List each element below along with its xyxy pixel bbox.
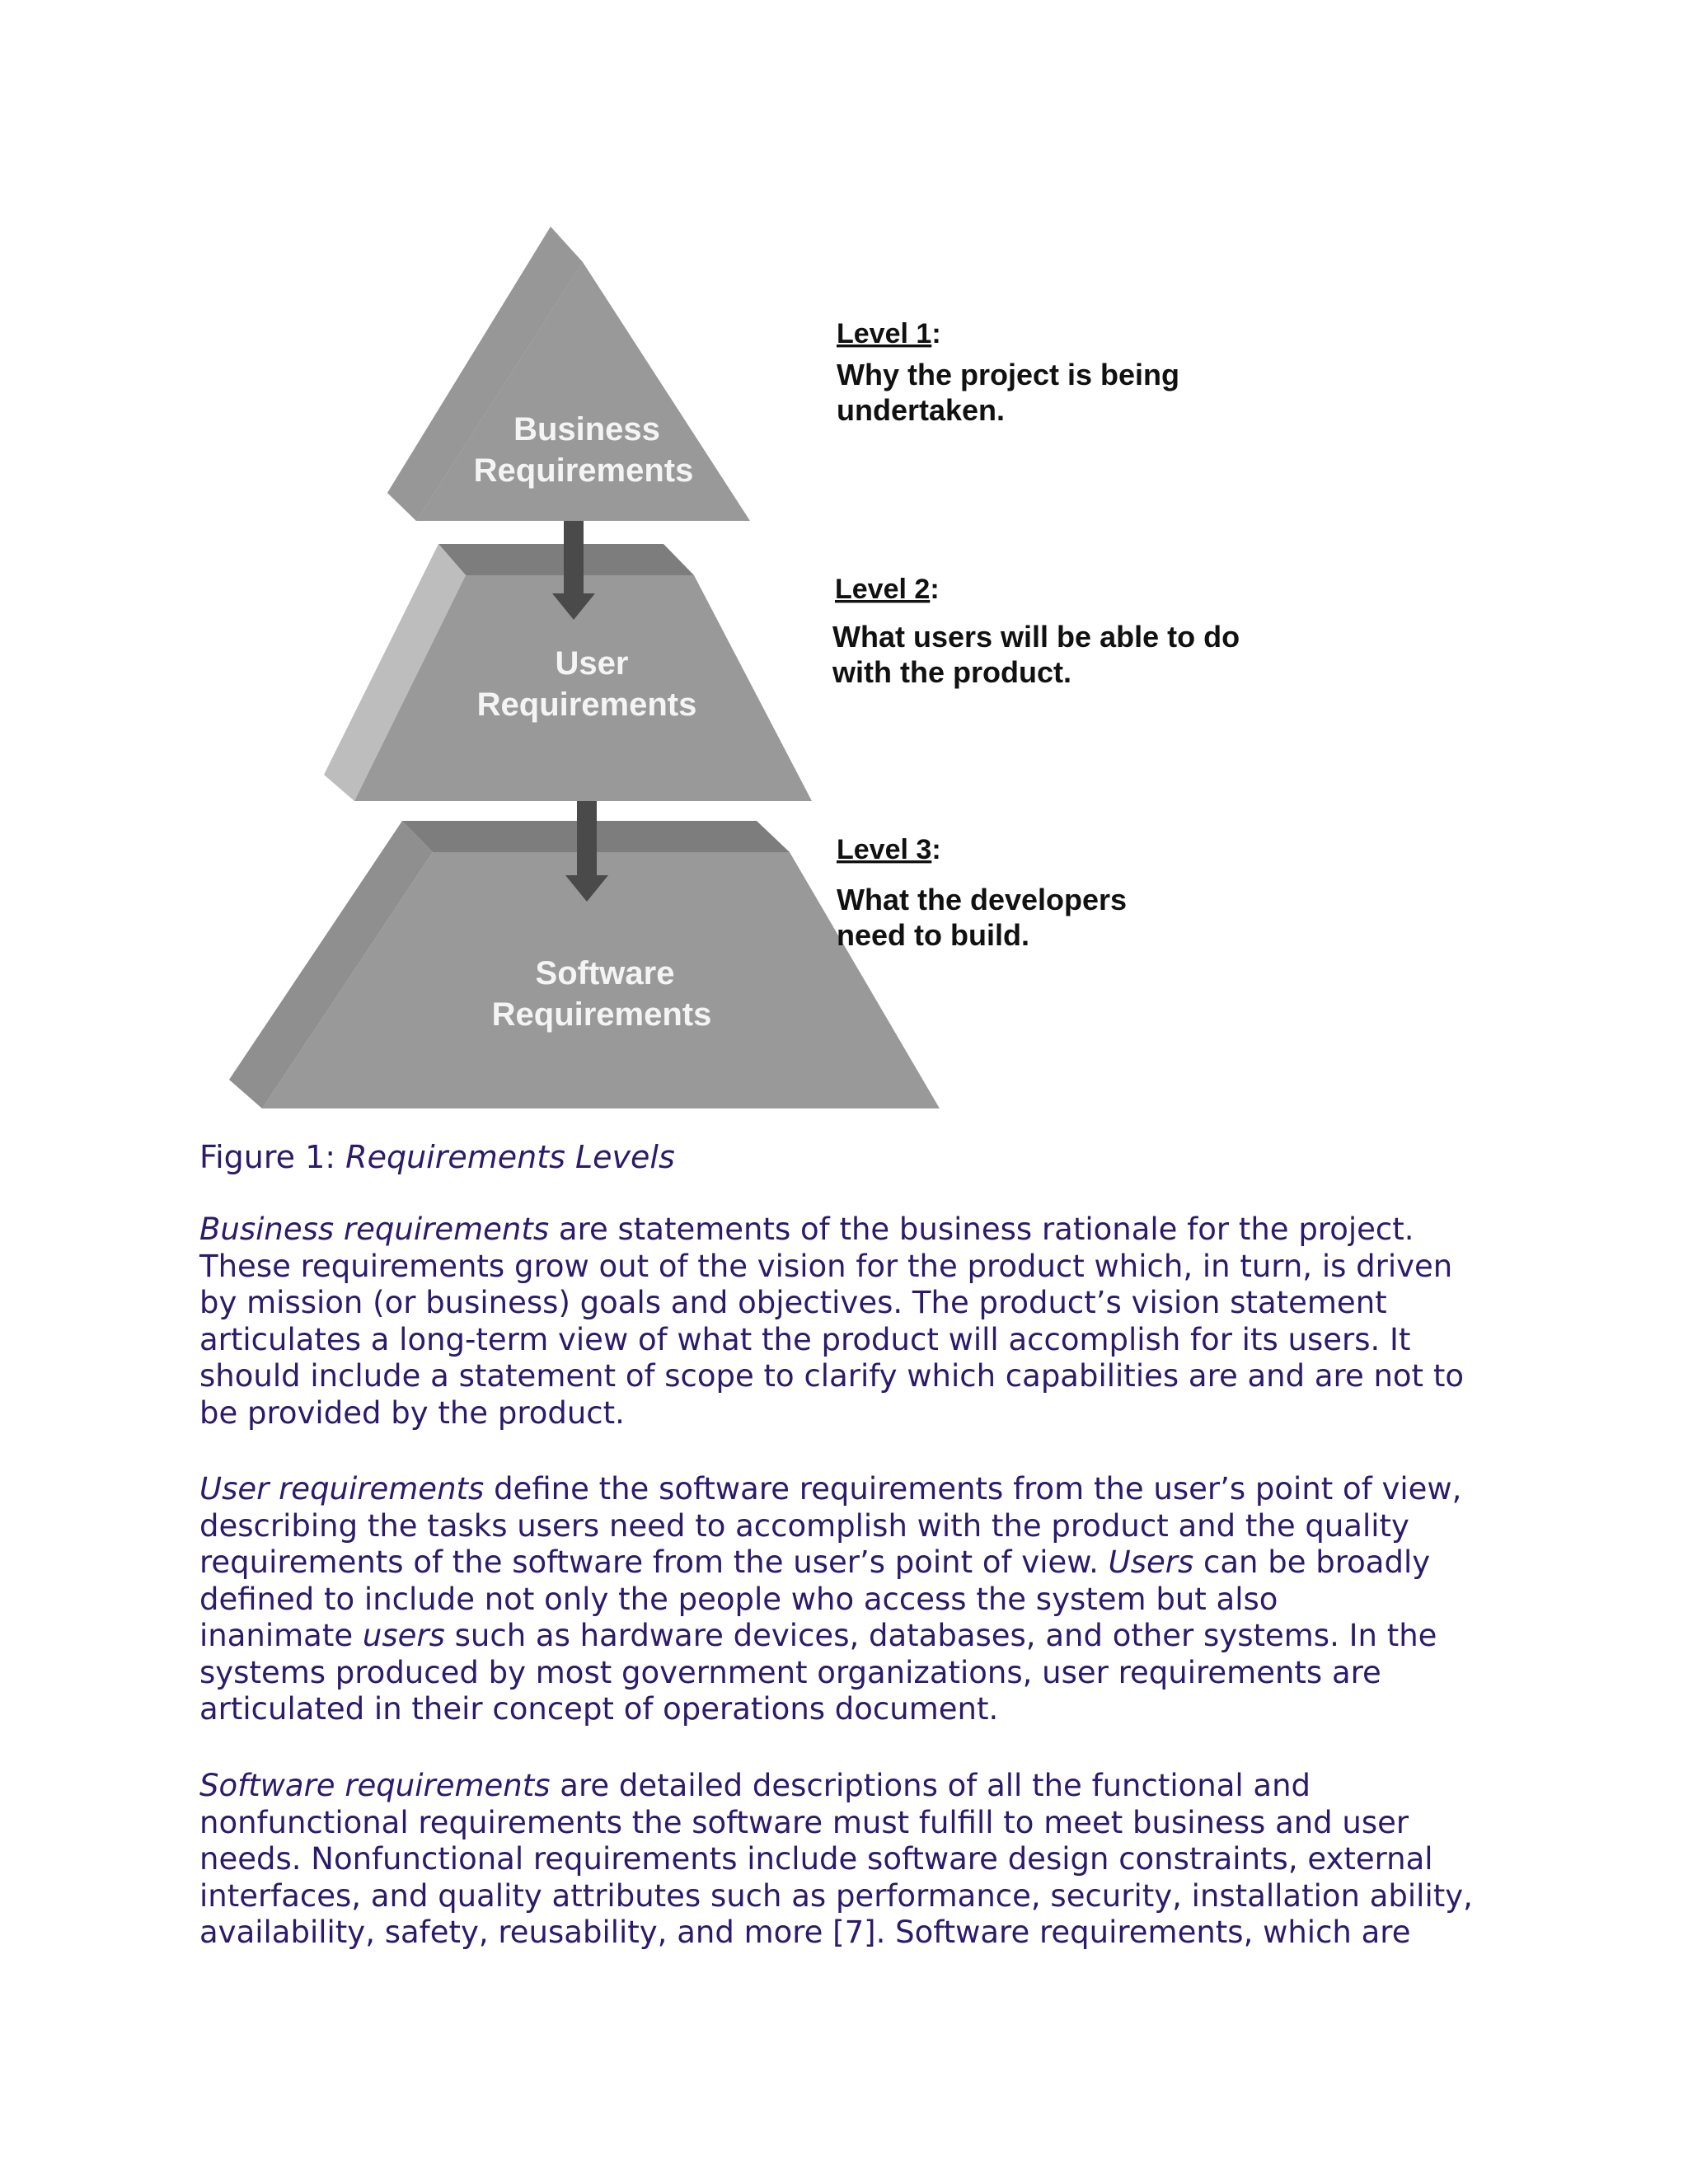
tier-user-side — [324, 544, 466, 801]
paragraph-line: availability, safety, reusability, and m… — [199, 1915, 1411, 1950]
tier-software-label-line2: Requirements — [492, 996, 712, 1033]
paragraph-line: needs. Nonfunctional requirements includ… — [199, 1841, 1433, 1877]
tier-business-edge — [387, 227, 583, 521]
line-text: are detailed descriptions of all the fun… — [550, 1768, 1311, 1803]
tier-business-label-line2: Requirements — [474, 452, 694, 489]
level-3-colon: : — [931, 834, 940, 865]
tier-software-label-line1: Software — [536, 955, 675, 991]
paragraph-line: systems produced by most government orga… — [199, 1654, 1381, 1690]
level-1-heading: Level 1 — [837, 318, 931, 349]
paragraph-line: should include a statement of scope to c… — [199, 1358, 1464, 1394]
line-text: requirements of the software from the us… — [199, 1544, 1109, 1580]
figure-caption-title: Requirements Levels — [345, 1139, 675, 1175]
paragraph-line: Software requirements are detailed descr… — [199, 1768, 1473, 1805]
paragraph-line: by mission (or business) goals and objec… — [199, 1285, 1387, 1320]
level-2-colon: : — [930, 574, 939, 605]
tier-user-label-line2: Requirements — [477, 687, 697, 723]
tier-business-front — [416, 262, 750, 521]
line-text: such as hardware devices, databases, and… — [444, 1618, 1437, 1653]
paragraph-line: These requirements grow out of the visio… — [199, 1248, 1453, 1284]
paragraph-line: Business requirements are statements of … — [199, 1212, 1464, 1249]
term-user-requirements: User requirements — [199, 1471, 485, 1507]
figure-caption: Figure 1: Requirements Levels — [199, 1136, 675, 1179]
tier-software-side — [229, 821, 433, 1108]
line-text: can be broadly — [1193, 1544, 1431, 1580]
level-1-line1: Why the project is being — [837, 358, 1179, 391]
term-business-requirements: Business requirements — [199, 1212, 550, 1247]
tier-user-label-line1: User — [556, 645, 629, 682]
paragraph-line: interfaces, and quality attributes such … — [199, 1877, 1473, 1914]
svg-text:Level 3:: Level 3: — [837, 834, 941, 865]
svg-text:Level 2:: Level 2: — [835, 574, 940, 605]
level-2-line2: with the product. — [832, 655, 1071, 689]
line-text: define the software requirements from th… — [484, 1471, 1462, 1507]
tier-business-label-line1: Business — [513, 411, 660, 448]
level-2-heading: Level 2 — [835, 574, 930, 605]
requirements-pyramid-figure: Business Requirements User Requirements … — [229, 227, 1240, 1108]
level-1-colon: : — [931, 318, 940, 349]
paragraph-line: requirements of the software from the us… — [199, 1544, 1461, 1582]
term-software-requirements: Software requirements — [199, 1768, 551, 1803]
tier-software-front — [262, 852, 940, 1108]
level-3-line1: What the developers — [837, 883, 1127, 916]
paragraph-line: inanimate users such as hardware devices… — [199, 1618, 1461, 1655]
line-text: inanimate — [199, 1618, 363, 1653]
tier-user — [324, 544, 812, 801]
paragraph-line: describing the tasks users need to accom… — [199, 1507, 1409, 1544]
level-3-block: Level 3: What the developers need to bui… — [837, 834, 1127, 952]
arrow-user-to-software — [565, 801, 608, 902]
paragraph-line: User requirements define the software re… — [199, 1471, 1461, 1508]
line-text: are statements of the business rationale… — [549, 1212, 1414, 1247]
level-3-line2: need to build. — [837, 918, 1029, 952]
paragraph-business-requirements: Business requirements are statements of … — [199, 1212, 1464, 1432]
term-users-inanimate: users — [362, 1618, 445, 1653]
figure-caption-prefix: Figure 1: — [199, 1139, 346, 1175]
level-2-line1: What users will be able to do — [832, 620, 1240, 654]
tier-business — [387, 227, 750, 521]
paragraph-line: nonfunctional requirements the software … — [199, 1804, 1409, 1840]
paragraph-line: be provided by the product. — [199, 1394, 625, 1431]
paragraph-software-requirements: Software requirements are detailed descr… — [199, 1768, 1473, 1952]
paragraph-user-requirements: User requirements define the software re… — [199, 1471, 1461, 1728]
level-3-heading: Level 3 — [837, 834, 931, 865]
arrow-business-to-user — [552, 521, 595, 620]
tier-software — [229, 821, 940, 1108]
paragraph-line: defined to include not only the people w… — [199, 1581, 1278, 1617]
paragraph-line: articulates a long-term view of what the… — [199, 1321, 1411, 1357]
level-1-block: Level 1: Why the project is being undert… — [837, 318, 1179, 427]
level-1-line2: undertaken. — [837, 393, 1005, 427]
level-2-block: Level 2: What users will be able to do w… — [832, 574, 1240, 689]
term-users: Users — [1108, 1544, 1194, 1580]
paragraph-line: articulated in their concept of operatio… — [199, 1691, 999, 1727]
svg-text:Level 1:: Level 1: — [837, 318, 941, 349]
tier-user-front — [354, 575, 812, 801]
